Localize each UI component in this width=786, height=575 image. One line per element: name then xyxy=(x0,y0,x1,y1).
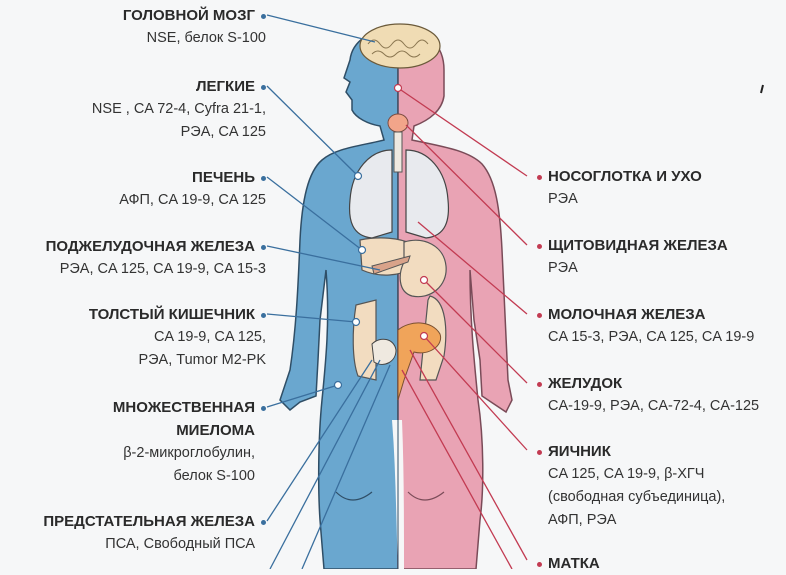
label-stomach: ЖЕЛУДОК CA-19-9, РЭА, CA-72-4, CA-125 xyxy=(537,372,759,418)
stomach-title: ЖЕЛУДОК xyxy=(548,375,623,392)
lungs-markers-line2: РЭА, CA 125 xyxy=(180,124,266,140)
liver-markers: АФП, CA 19-9, CA 125 xyxy=(119,192,266,208)
label-prostate: ПРЕДСТАТЕЛЬНАЯ ЖЕЛЕЗА ПСА, Свободный ПСА xyxy=(43,510,266,556)
stomach-organ xyxy=(399,239,447,298)
ovary-markers-line3: АФП, РЭА xyxy=(548,512,617,528)
colon-title: ТОЛСТЫЙ КИШЕЧНИК xyxy=(88,306,255,323)
nasopharynx-title: НОСОГЛОТКА И УХО xyxy=(548,168,702,185)
label-thyroid: ЩИТОВИДНАЯ ЖЕЛЕЗА РЭА xyxy=(537,234,728,280)
colon-dot-icon xyxy=(261,312,266,318)
label-uterus: МАТКА xyxy=(537,552,600,575)
breast-title: МОЛОЧНАЯ ЖЕЛЕЗА xyxy=(548,306,706,323)
pancreas-dot-icon xyxy=(261,244,266,250)
myeloma-title-line1: МНОЖЕСТВЕННАЯ xyxy=(112,399,255,416)
ovary-dot-icon xyxy=(537,449,542,455)
left-leader-lines xyxy=(266,14,391,569)
label-lungs: ЛЕГКИЕ NSE , CA 72-4, Cyfra 21-1, РЭА, C… xyxy=(92,75,266,144)
prostate-title: ПРЕДСТАТЕЛЬНАЯ ЖЕЛЕЗА xyxy=(43,513,255,530)
colon-markers-line2: РЭА, Tumor M2-PK xyxy=(138,352,266,368)
nasopharynx-markers: РЭА xyxy=(548,191,578,207)
female-half-body xyxy=(397,27,513,569)
lungs-markers-line1: NSE , CA 72-4, Cyfra 21-1, xyxy=(91,101,266,117)
uterus-title: МАТКА xyxy=(548,555,600,572)
myeloma-markers-line1: β-2-микроглобулин, xyxy=(123,445,255,461)
right-leader-lines xyxy=(397,87,528,569)
label-breast: МОЛОЧНАЯ ЖЕЛЕЗА CA 15-3, РЭА, CA 125, CA… xyxy=(537,303,754,349)
left-lung-organ xyxy=(348,149,393,239)
label-multiple-myeloma: МНОЖЕСТВЕННАЯ МИЕЛОМА β-2-микроглобулин,… xyxy=(113,396,266,488)
brain-organ xyxy=(359,23,441,69)
pancreas-title: ПОДЖЕЛУДОЧНАЯ ЖЕЛЕЗА xyxy=(45,238,255,255)
nasopharynx-dot-icon xyxy=(537,174,542,180)
uterus-dot-icon xyxy=(537,561,542,567)
thyroid-dot-icon xyxy=(537,243,542,249)
label-pancreas: ПОДЖЕЛУДОЧНАЯ ЖЕЛЕЗА РЭА, CA 125, CA 19-… xyxy=(46,235,266,281)
lungs-dot-icon xyxy=(261,84,266,90)
prostate-dot-icon xyxy=(261,519,266,525)
colon-markers-line1: CA 19-9, CA 125, xyxy=(153,329,266,345)
label-brain: ГОЛОВНОЙ МОЗГ NSE, белок S-100 xyxy=(123,4,266,50)
label-liver: ПЕЧЕНЬ АФП, CA 19-9, CA 125 xyxy=(119,166,266,212)
label-colon: ТОЛСТЫЙ КИШЕЧНИК CA 19-9, CA 125, РЭА, T… xyxy=(89,303,266,372)
colon-organ xyxy=(352,299,377,381)
brain-markers: NSE, белок S-100 xyxy=(146,30,266,46)
brain-dot-icon xyxy=(261,13,266,19)
thyroid-title: ЩИТОВИДНАЯ ЖЕЛЕЗА xyxy=(548,237,728,254)
thyroid-markers: РЭА xyxy=(548,260,578,276)
lungs-title: ЛЕГКИЕ xyxy=(196,78,255,95)
ovary-markers-line2: (свободная субъединица), xyxy=(548,489,726,505)
liver-dot-icon xyxy=(261,175,266,181)
stomach-dot-icon xyxy=(537,381,542,387)
breast-dot-icon xyxy=(537,312,542,318)
liver-title: ПЕЧЕНЬ xyxy=(192,169,255,186)
prostate-markers: ПСА, Свободный ПСА xyxy=(105,536,255,552)
myeloma-dot-icon xyxy=(261,405,266,411)
ovary-markers-line1: CA 125, CA 19-9, β-ХГЧ xyxy=(548,466,705,482)
myeloma-title-line2: МИЕЛОМА xyxy=(176,422,255,439)
breast-markers: CA 15-3, РЭА, CA 125, CA 19-9 xyxy=(548,329,755,345)
right-lung-organ xyxy=(405,149,450,239)
thyroid-organ xyxy=(387,113,409,133)
brain-title: ГОЛОВНОЙ МОЗГ xyxy=(122,7,255,24)
myeloma-markers-line2: белок S-100 xyxy=(173,468,255,484)
stomach-markers: CA-19-9, РЭА, CA-72-4, CA-125 xyxy=(548,398,760,414)
pancreas-organ xyxy=(371,255,411,275)
prostate-organ xyxy=(371,338,397,365)
ovary-title: ЯИЧНИК xyxy=(548,443,611,460)
pancreas-markers: РЭА, CA 125, CA 19-9, CA 15-3 xyxy=(59,261,266,277)
male-half-body xyxy=(279,27,399,569)
label-ovary: ЯИЧНИК CA 125, CA 19-9, β-ХГЧ (свободная… xyxy=(537,440,725,532)
label-nasopharynx-ear: НОСОГЛОТКА И УХО РЭА xyxy=(537,165,702,211)
